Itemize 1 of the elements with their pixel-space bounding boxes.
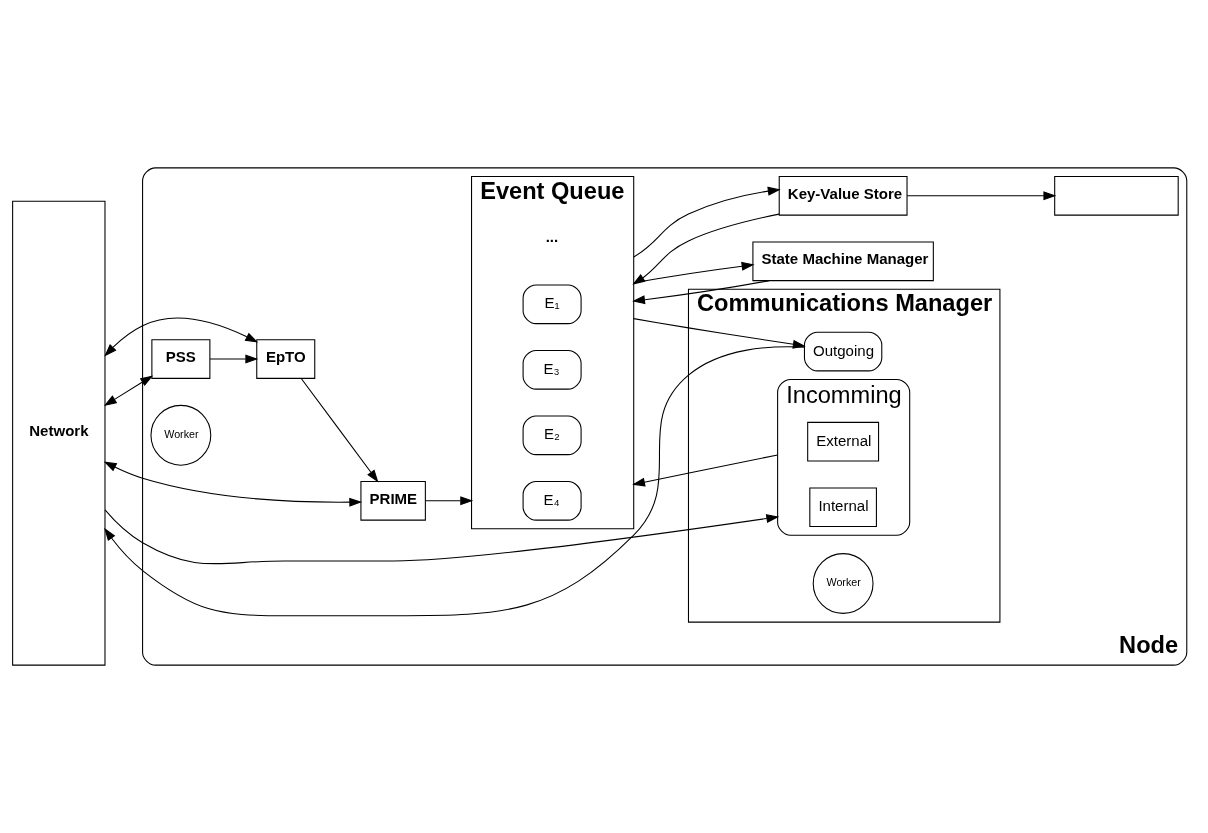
label: ... xyxy=(545,227,559,245)
